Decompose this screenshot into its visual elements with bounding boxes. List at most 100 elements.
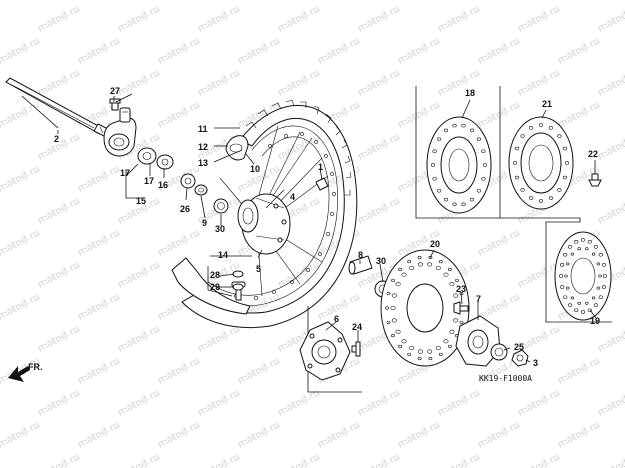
spoke-nipple[interactable] — [315, 177, 329, 191]
hub-seal[interactable] — [490, 343, 508, 361]
watermark-text: motod.ru — [276, 451, 322, 468]
watermark-text: motod.ru — [0, 387, 2, 418]
callout-13: 13 — [198, 158, 208, 168]
brake-disc-variant-c[interactable] — [554, 231, 612, 321]
disc-vent-hole — [601, 263, 607, 267]
flange-bolt[interactable] — [351, 341, 361, 357]
callout-3: 3 — [533, 358, 538, 368]
disc-variant-frame — [415, 86, 612, 323]
watermark-text: motod.ru — [0, 3, 2, 34]
watermark-text: motod.ru — [436, 387, 482, 418]
watermark-text: motod.ru — [396, 35, 442, 66]
watermark-text: motod.ru — [36, 387, 82, 418]
brake-disc-variant-b[interactable] — [508, 116, 574, 210]
front-wheel-hub[interactable] — [237, 193, 291, 255]
watermark-text: motod.ru — [36, 131, 82, 162]
disc-vent-hole — [520, 188, 525, 192]
gearbox-screw[interactable] — [109, 98, 121, 111]
disc-vent-hole — [596, 262, 600, 266]
disc-drive-flange[interactable] — [299, 321, 351, 381]
watermark-text: motod.ru — [36, 3, 82, 34]
watermark-text: motod.ru — [516, 451, 562, 468]
radial-bearing-left[interactable] — [213, 198, 229, 214]
valve-nut[interactable] — [232, 270, 244, 278]
watermark-text: motod.ru — [596, 387, 625, 418]
disc-bolt[interactable] — [453, 301, 469, 315]
disc-vent-hole — [528, 126, 534, 130]
watermark-text: motod.ru — [76, 35, 122, 66]
speedometer-gearbox[interactable] — [103, 107, 137, 157]
watermark-text: motod.ru — [76, 291, 122, 322]
disc-vent-hole — [476, 137, 482, 142]
watermark-text: motod.ru — [556, 35, 602, 66]
disc-vent-hole — [443, 197, 449, 202]
disc-a-holes — [430, 123, 488, 207]
watermark-text: motod.ru — [516, 67, 562, 98]
watermark-text: motod.ru — [0, 195, 2, 226]
callout-28: 28 — [210, 270, 220, 280]
disc-vent-hole — [417, 255, 422, 260]
disc-vent-hole — [443, 128, 449, 133]
disc-vent-hole — [449, 329, 455, 334]
watermark-text: motod.ru — [36, 323, 82, 354]
disc-vent-hole — [438, 260, 443, 264]
rim-hole — [268, 144, 272, 148]
watermark-text: motod.ru — [556, 355, 602, 386]
watermark-text: motod.ru — [516, 3, 562, 34]
disc-vent-hole — [398, 344, 403, 349]
valve-cap[interactable] — [232, 283, 244, 291]
front-brake-disc[interactable] — [380, 249, 470, 367]
axle-nut[interactable] — [511, 349, 529, 367]
disc-vent-hole — [559, 263, 565, 267]
disc-vent-hole — [481, 176, 486, 181]
callout-15: 15 — [136, 196, 146, 206]
disc-vent-hole — [428, 255, 433, 260]
callout-23: 23 — [456, 284, 466, 294]
disc-vent-hole — [449, 282, 455, 287]
callout-2: 2 — [54, 134, 59, 144]
disc-vent-hole — [417, 349, 423, 354]
watermark-text: motod.ru — [0, 227, 42, 258]
front-direction-indicator: FR. — [8, 362, 43, 382]
watermark-text: motod.ru — [116, 387, 162, 418]
disc-vent-hole — [557, 188, 562, 192]
rim-hole — [300, 132, 304, 136]
watermark-text: motod.ru — [436, 67, 482, 98]
speedometer-gear-retainer[interactable] — [156, 154, 174, 170]
watermark-text: motod.ru — [156, 419, 202, 450]
rim-band[interactable] — [171, 257, 251, 315]
watermark-text: motod.ru — [356, 131, 402, 162]
brake-disc-variant-a[interactable] — [426, 116, 492, 214]
disc-vent-hole — [577, 247, 581, 251]
disc-vent-hole — [469, 197, 475, 202]
dust-seal[interactable] — [180, 173, 196, 189]
watermark-text: motod.ru — [396, 0, 442, 3]
tire-tube[interactable] — [225, 135, 249, 161]
callout-18: 18 — [465, 88, 475, 98]
watermark-text: motod.ru — [596, 131, 625, 162]
disc-vent-hole — [587, 240, 592, 244]
disc-vent-hole — [395, 282, 401, 287]
callout-17-right: 17 — [144, 176, 154, 186]
disc-vent-hole — [447, 344, 452, 349]
disc-vent-hole — [591, 296, 596, 300]
disc-vent-hole — [514, 175, 520, 180]
axle-distance-collar[interactable] — [348, 255, 373, 275]
disc-vent-hole — [558, 274, 564, 278]
disc-hub-flange[interactable] — [455, 315, 501, 367]
watermark-text: motod.ru — [76, 0, 122, 3]
watermark-text: motod.ru — [76, 163, 122, 194]
callout-17-left: 17 — [120, 168, 130, 178]
distance-collar[interactable] — [194, 184, 208, 196]
disc-vent-hole — [574, 308, 579, 312]
front-tire[interactable] — [181, 99, 358, 329]
disc-vent-hole — [438, 352, 443, 356]
watermark-text: motod.ru — [596, 195, 625, 226]
watermark-text: motod.ru — [356, 67, 402, 98]
speedometer-gear[interactable] — [137, 147, 157, 165]
watermark-text: motod.ru — [516, 387, 562, 418]
disc-vent-hole — [563, 253, 568, 257]
